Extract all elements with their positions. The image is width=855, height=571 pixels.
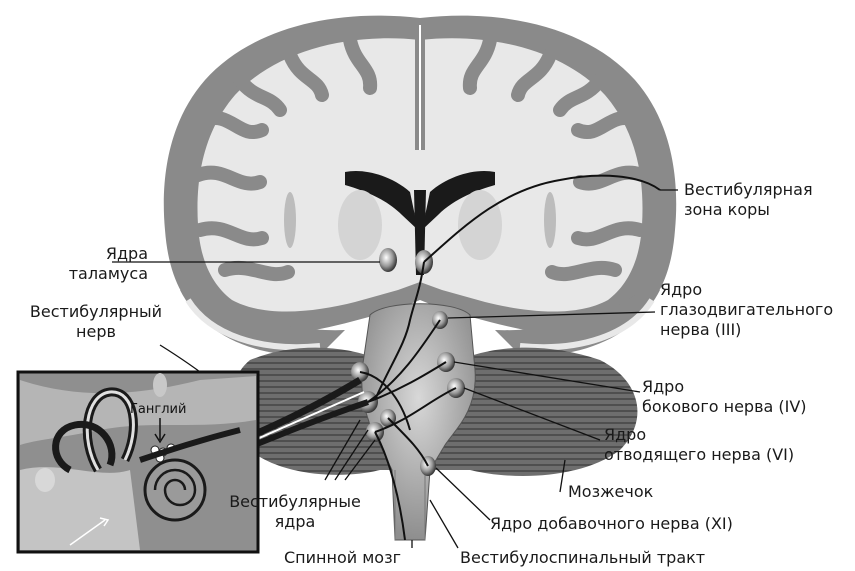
label-oculomotor: Ядро глазодвигательного нерва (III) xyxy=(660,280,833,340)
label-spinal-cord: Спинной мозг xyxy=(284,548,401,568)
thalamus-nucleus-left xyxy=(379,248,397,272)
label-vestibular-nuclei: Вестибулярные ядра xyxy=(220,492,370,532)
label-ganglion: Ганглий xyxy=(130,402,186,417)
label-trochlear: Ядро бокового нерва (IV) xyxy=(642,377,807,417)
label-vestibular-nerve: Вестибулярный нерв xyxy=(0,302,192,342)
brainstem xyxy=(362,304,476,540)
label-accessory: Ядро добавочного нерва (XI) xyxy=(490,514,733,534)
label-vestibular-cortex: Вестибулярная зона коры xyxy=(684,180,813,220)
label-cerebellum: Мозжечок xyxy=(568,482,653,502)
label-thalamus: Ядра таламуса xyxy=(20,244,148,284)
label-vestibulospinal: Вестибулоспинальный тракт xyxy=(460,548,705,568)
label-abducens: Ядро отводящего нерва (VI) xyxy=(604,425,794,465)
